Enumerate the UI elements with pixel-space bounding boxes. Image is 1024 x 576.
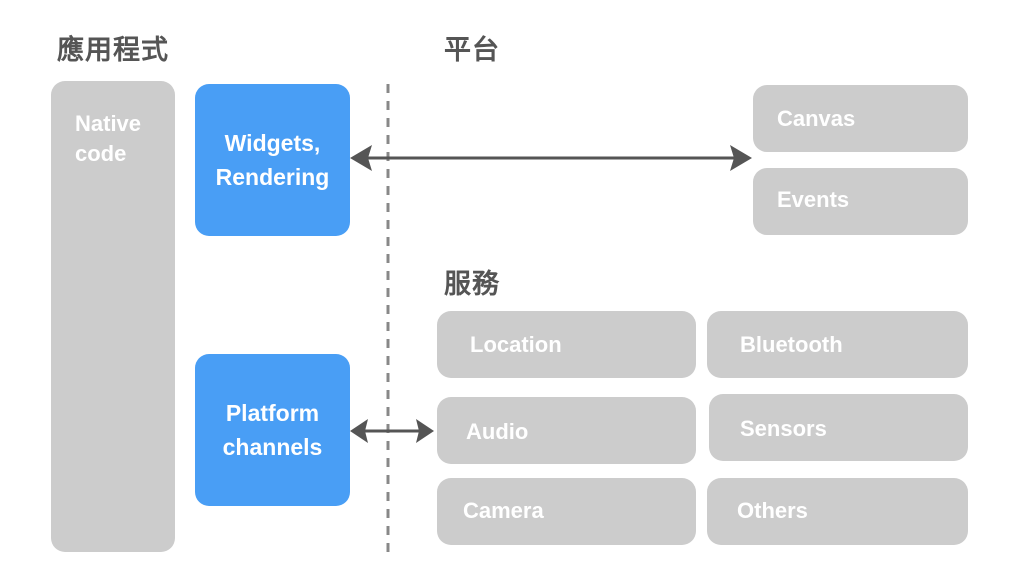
sensors-label: Sensors <box>740 416 827 441</box>
service-item-bluetooth: Bluetooth <box>707 311 968 378</box>
arrowhead-left <box>350 145 372 171</box>
platform-channels-label-line1: Platform <box>225 400 320 426</box>
platform-channels-label-line2: channels <box>222 434 323 460</box>
service-item-audio: Audio <box>437 397 696 464</box>
arrowhead-left <box>350 419 368 443</box>
native-code-label-line1: Native <box>75 111 142 136</box>
audio-label: Audio <box>466 419 529 444</box>
bluetooth-label: Bluetooth <box>740 332 843 357</box>
widgets-rendering-box: Widgets, Rendering <box>195 84 350 236</box>
channel-arrow <box>350 419 434 443</box>
service-item-sensors: Sensors <box>709 394 968 461</box>
native-code-label-line2: code <box>75 141 127 166</box>
arrowhead-right <box>730 145 752 171</box>
platform-item-canvas: Canvas <box>753 85 968 152</box>
platform-arrow <box>350 145 752 171</box>
service-item-location: Location <box>437 311 696 378</box>
native-code-box: Native code <box>51 81 175 552</box>
heading-services: 服務 <box>444 269 500 300</box>
events-label: Events <box>777 187 850 212</box>
service-item-camera: Camera <box>437 478 696 545</box>
others-label: Others <box>737 498 808 523</box>
widgets-rendering-label-line2: Rendering <box>215 164 330 190</box>
heading-platform: 平台 <box>444 35 500 66</box>
camera-label: Camera <box>463 498 544 523</box>
canvas-label: Canvas <box>777 106 856 131</box>
service-item-others: Others <box>707 478 968 545</box>
arrowhead-right <box>416 419 434 443</box>
heading-app: 應用程式 <box>57 35 169 66</box>
platform-item-events: Events <box>753 168 968 235</box>
location-label: Location <box>470 332 562 357</box>
widgets-rendering-label-line1: Widgets, <box>224 130 321 156</box>
platform-channels-box: Platform channels <box>195 354 350 506</box>
